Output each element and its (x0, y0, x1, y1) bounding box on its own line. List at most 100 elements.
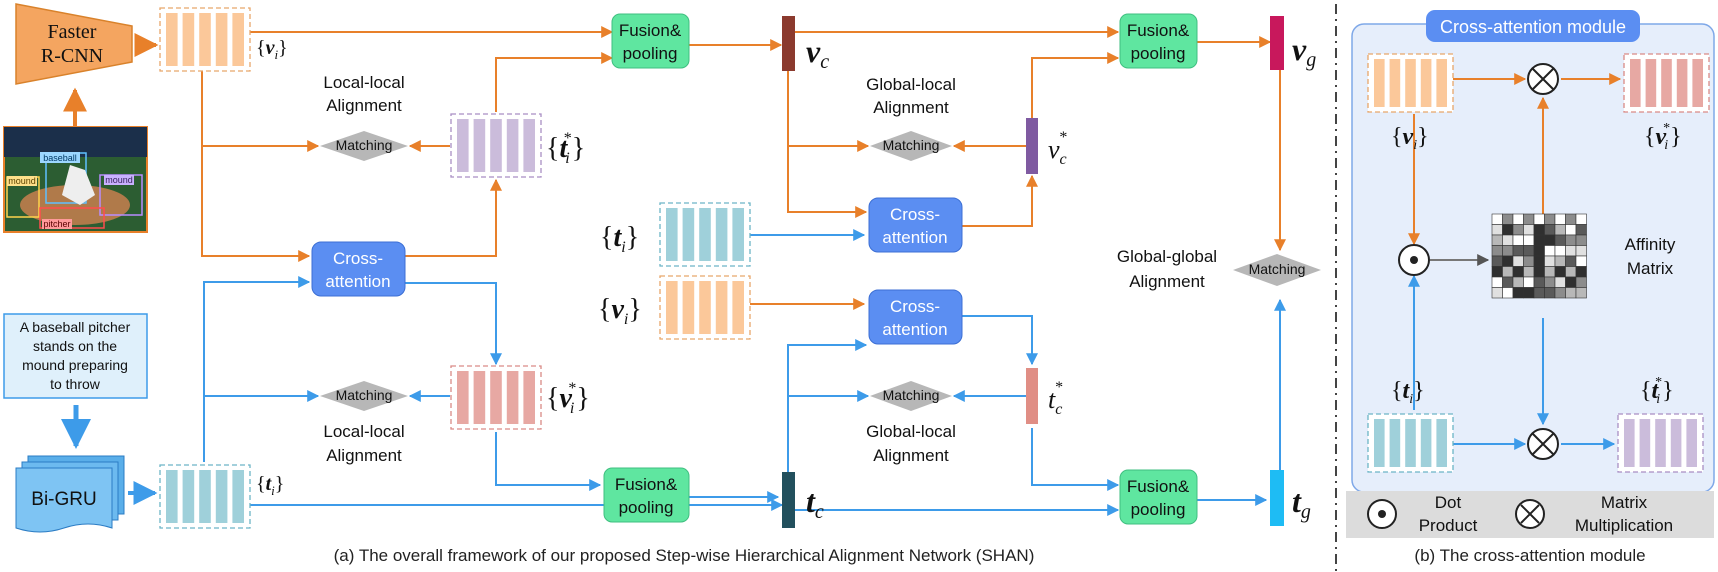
feature-bar (457, 119, 469, 172)
faster-rcnn-line2: R-CNN (41, 45, 103, 67)
affinity-cell (1554, 224, 1566, 236)
feature-bar (199, 13, 211, 66)
affinity-cell (1533, 245, 1545, 257)
affinity-cell (1512, 213, 1524, 225)
feature-bar (1436, 419, 1447, 467)
feature-bar (1645, 59, 1657, 107)
affinity-cell (1502, 213, 1514, 225)
feature-bar (506, 119, 519, 172)
affinity-cell (1565, 255, 1577, 267)
feature-b-vi (1367, 53, 1454, 113)
arrow-vi-down-to-cross (201, 68, 311, 262)
matching-local-top: Matching (320, 131, 408, 161)
photo-label-pitcher: pitcher (43, 219, 70, 229)
affinity-cell (1512, 255, 1524, 267)
feature-bar (199, 470, 211, 523)
feature-b-vistar (1623, 53, 1710, 113)
affinity-cell (1533, 213, 1545, 225)
affinity-cell (1523, 266, 1535, 278)
fusion-top-left-line1: Fusion& (619, 21, 682, 40)
affinity-cell (1491, 213, 1503, 225)
matching-local-bottom: Matching (320, 381, 408, 411)
vector-tcstar (1026, 368, 1038, 424)
arrow-tcstar-to-fusion-g (1031, 428, 1120, 491)
arrow-tistar-to-fusion-top (495, 52, 614, 112)
affinity-cell (1491, 245, 1503, 257)
query-text-box (3, 313, 148, 399)
fusion-top-left: Fusion& pooling (611, 13, 690, 69)
math-tistar: {ti*} (546, 130, 585, 167)
affinity-cell (1491, 224, 1503, 236)
affinity-cell (1523, 234, 1535, 246)
affinity-cell (1554, 213, 1566, 225)
vector-tc (782, 472, 795, 528)
affinity-line2: Matrix (1627, 259, 1674, 278)
cross-mid-bottom-line1: Cross- (890, 297, 940, 316)
vector-vc (782, 16, 795, 71)
align-ll-top-line2: Alignment (326, 96, 402, 115)
affinity-cell (1575, 287, 1587, 299)
matching-global-bottom: Matching (870, 381, 952, 411)
feature-bar (182, 470, 195, 523)
feature-bar (166, 470, 178, 523)
math-b-ti: {ti} (1391, 378, 1425, 407)
query-line-1: A baseball pitcher (20, 319, 131, 335)
affinity-cell (1565, 224, 1577, 236)
feature-bar (1436, 59, 1447, 107)
affinity-cell (1512, 266, 1524, 278)
affinity-cell (1544, 234, 1556, 246)
feature-bar (523, 371, 535, 424)
affinity-cell (1512, 224, 1524, 236)
feature-bar (1374, 59, 1385, 107)
legend-dot-line2: Product (1419, 516, 1478, 535)
faster-rcnn-block (15, 3, 133, 85)
affinity-cell (1544, 213, 1556, 225)
arrow-cross-to-tistar (405, 178, 502, 257)
affinity-cell (1533, 234, 1545, 246)
fusion-bottom-left: Fusion& pooling (603, 467, 690, 523)
affinity-cell (1565, 234, 1577, 246)
cross-module-title-box (1426, 10, 1640, 42)
feature-bar (523, 119, 535, 172)
matching-global-bottom-label: Matching (883, 387, 940, 403)
affinity-cell (1502, 224, 1514, 236)
feature-bar (666, 208, 678, 261)
affinity-cell (1533, 266, 1545, 278)
math-ti-mid: {ti} (600, 222, 639, 256)
math-tc: tc (806, 483, 824, 523)
math-vi-top: {vi} (256, 37, 288, 62)
affinity-cell (1502, 276, 1514, 288)
align-ll-top-line1: Local-local (323, 73, 404, 92)
bigru-label: Bi-GRU (31, 489, 96, 510)
feature-bar (1692, 59, 1703, 107)
feature-bar (699, 208, 711, 261)
arrow-ti-up-to-cross (203, 276, 311, 462)
feature-bar (1670, 419, 1682, 467)
legend-dot-icon (1367, 499, 1397, 529)
affinity-cell (1575, 276, 1587, 288)
cross-mid-top-line1: Cross- (890, 205, 940, 224)
feature-bar (1639, 419, 1651, 467)
label-bg-baseball (40, 152, 80, 163)
affinity-cell (1523, 224, 1535, 236)
feature-bar (473, 371, 486, 424)
feature-tistar (450, 113, 542, 178)
affinity-cell (1502, 234, 1514, 246)
affinity-cell (1565, 287, 1577, 299)
affinity-cell (1512, 245, 1524, 257)
math-tg: tg (1292, 483, 1311, 523)
photo-label-mound-right: mound (105, 175, 133, 185)
feature-bar (506, 371, 519, 424)
query-line-2: stands on the (33, 338, 117, 354)
affinity-cell (1533, 224, 1545, 236)
feature-bar (682, 208, 695, 261)
feature-bar (682, 281, 695, 334)
image-pitcher-figure (62, 165, 95, 205)
align-gl-bottom-line1: Global-local (866, 422, 956, 441)
matching-global-global-label: Matching (1249, 261, 1306, 277)
feature-bar (1405, 59, 1416, 107)
math-vg: vg (1292, 31, 1316, 71)
affinity-cell (1554, 276, 1566, 288)
